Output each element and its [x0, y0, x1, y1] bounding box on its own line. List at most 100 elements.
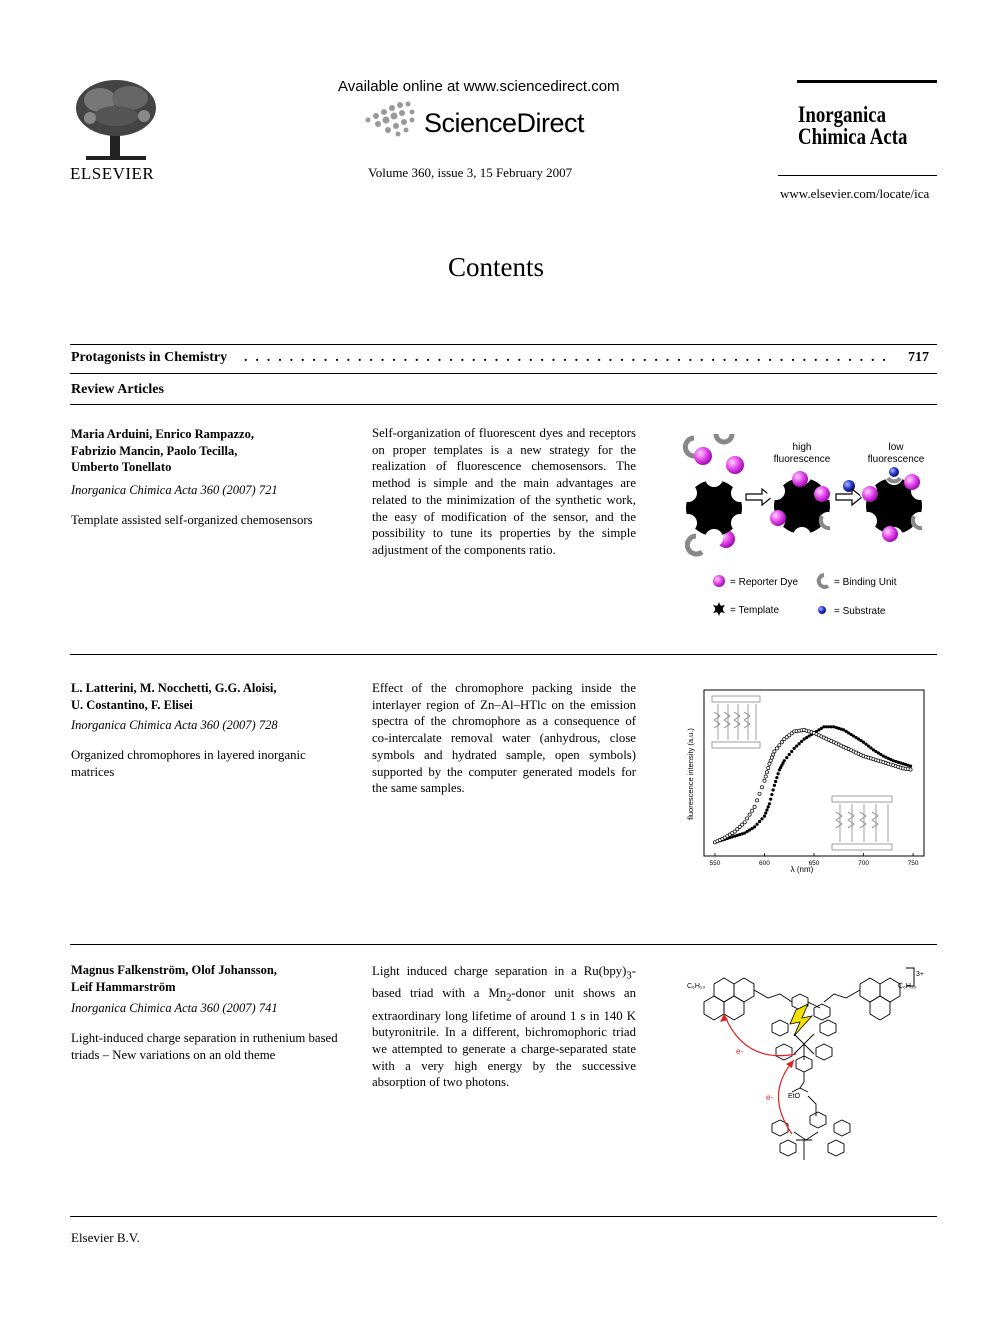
- data-point-closed: [752, 825, 757, 829]
- electron-transfer-arrow: [777, 1059, 795, 1135]
- data-point-open: [908, 767, 913, 772]
- data-point-open: [767, 761, 772, 766]
- journal-top-rule: [797, 80, 937, 83]
- data-point-closed: [829, 725, 833, 729]
- available-online-text: Available online at www.sciencedirect.co…: [338, 78, 620, 95]
- binding-unit-icon: [684, 533, 704, 557]
- data-point-closed: [832, 725, 836, 729]
- publisher-name: ELSEVIER: [70, 164, 155, 183]
- data-point-closed: [764, 811, 768, 815]
- data-point-closed: [861, 740, 866, 744]
- journal-url[interactable]: www.elsevier.com/locate/ica: [780, 186, 930, 201]
- divider: [70, 1216, 937, 1217]
- legend-substrate: = Substrate: [834, 606, 886, 617]
- article-3-title[interactable]: Light-induced charge separation in ruthe…: [71, 1031, 338, 1062]
- electron-label: e-: [766, 1093, 773, 1102]
- data-point-closed: [730, 835, 734, 839]
- data-point-closed: [824, 725, 828, 729]
- data-point-closed: [757, 819, 762, 824]
- data-point-open: [768, 758, 773, 763]
- data-point-closed: [904, 762, 908, 767]
- data-point-closed: [817, 728, 821, 732]
- data-point-closed: [755, 822, 759, 826]
- data-point-open: [784, 735, 789, 740]
- article-2-authors: L. Latterini, M. Nocchetti, G.G. Aloisi,…: [71, 681, 277, 712]
- data-point-closed: [743, 831, 747, 835]
- legend-binding: = Binding Unit: [834, 577, 897, 588]
- data-point-closed: [795, 744, 799, 748]
- data-point-closed: [745, 829, 749, 834]
- data-point-closed: [849, 732, 853, 737]
- data-point-closed: [822, 725, 826, 729]
- y-axis-label: fluorescence intensity (a.u.): [686, 728, 695, 820]
- data-point-open: [735, 827, 740, 832]
- x-tick-label: 650: [809, 860, 820, 867]
- data-point-open: [777, 743, 782, 748]
- data-point-closed: [792, 746, 796, 750]
- data-point-closed: [884, 755, 888, 759]
- data-point-closed: [837, 726, 841, 730]
- journal-title: Inorganica Chimica Acta: [798, 102, 908, 149]
- reporter-dye-icon: [694, 447, 712, 465]
- data-point-closed: [886, 756, 890, 760]
- data-point-closed: [854, 735, 858, 740]
- data-point-closed: [785, 756, 789, 760]
- divider: [70, 944, 937, 945]
- label-low: low: [888, 442, 904, 453]
- legend-template-icon: [713, 602, 725, 616]
- ester-label: EtO: [788, 1093, 801, 1100]
- data-point-open: [769, 755, 774, 760]
- data-point-closed: [896, 760, 900, 764]
- page-title: Contents: [447, 252, 544, 282]
- data-point-closed: [807, 734, 811, 738]
- article-1-title[interactable]: Template assisted self-organized chemose…: [71, 513, 313, 527]
- data-point-closed: [906, 763, 910, 767]
- data-point-closed: [769, 797, 773, 801]
- x-tick-label: 600: [759, 860, 770, 867]
- legend-reporter-icon: [713, 575, 725, 587]
- sciencedirect-dots-icon: [362, 100, 422, 140]
- data-point-closed: [802, 737, 806, 741]
- label-high-2: fluorescence: [774, 454, 831, 465]
- data-point-closed: [790, 749, 794, 754]
- article-1-citation[interactable]: Inorganica Chimica Acta 360 (2007) 721: [71, 483, 278, 497]
- data-point-closed: [760, 817, 764, 821]
- data-point-open: [779, 740, 784, 745]
- arrow-icon: [835, 487, 863, 507]
- article-2-title[interactable]: Organized chromophores in layered inorga…: [71, 748, 306, 779]
- data-point-open: [789, 731, 794, 736]
- article-3-authors: Magnus Falkenström, Olof Johansson, Leif…: [71, 963, 277, 994]
- arrow-icon: [745, 487, 773, 507]
- data-point-closed: [740, 832, 744, 836]
- data-point-closed: [881, 754, 885, 758]
- data-point-closed: [776, 772, 780, 776]
- divider: [70, 373, 937, 374]
- data-point-closed: [787, 752, 791, 757]
- section-protagonists[interactable]: Protagonists in Chemistry: [71, 350, 228, 365]
- data-point-open: [742, 820, 747, 825]
- data-point-open: [762, 778, 767, 783]
- data-point-closed: [874, 749, 878, 754]
- data-point-closed: [765, 808, 769, 812]
- label-high: high: [793, 442, 812, 453]
- x-axis-label: λ (nm): [791, 865, 814, 874]
- lightning-icon: [789, 1003, 814, 1037]
- data-point-closed: [772, 783, 776, 787]
- legend-binding-icon: [816, 573, 830, 589]
- data-point-closed: [842, 728, 846, 732]
- data-point-closed: [866, 744, 871, 748]
- data-point-open: [750, 808, 755, 813]
- divider: [70, 404, 937, 405]
- article-3-citation[interactable]: Inorganica Chimica Acta 360 (2007) 741: [71, 1001, 278, 1015]
- article-1-graphic: high fluorescence low fluorescence = Rep…: [676, 428, 941, 623]
- data-point-closed: [908, 764, 913, 768]
- protagonists-page-number[interactable]: 717: [908, 350, 929, 365]
- data-point-closed: [766, 805, 770, 809]
- data-point-open: [774, 746, 779, 751]
- x-tick-label: 550: [710, 860, 721, 867]
- data-point-open: [755, 798, 759, 803]
- article-1-authors: Maria Arduini, Enrico Rampazzo, Fabrizio…: [71, 427, 254, 474]
- article-2-citation[interactable]: Inorganica Chimica Acta 360 (2007) 728: [71, 718, 278, 732]
- data-point-open: [740, 822, 745, 827]
- data-point-open: [747, 812, 752, 817]
